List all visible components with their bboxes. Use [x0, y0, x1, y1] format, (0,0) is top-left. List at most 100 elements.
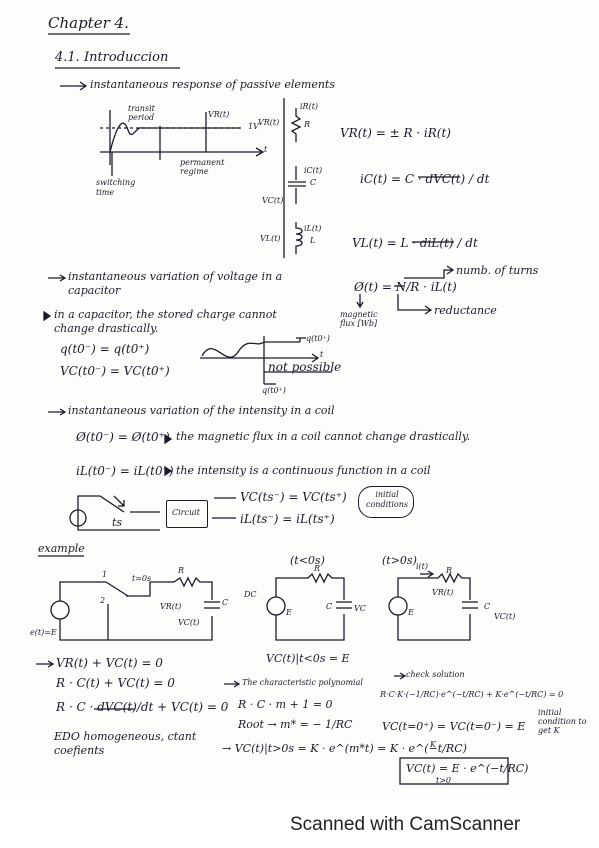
r-lt-label: R — [314, 564, 321, 573]
vc-lt-label: VC — [354, 604, 366, 613]
r1-label: R — [178, 566, 185, 575]
permanent-label: permanent regime — [180, 158, 225, 176]
bullet-icon — [43, 310, 52, 322]
circuit-wire — [397, 572, 471, 641]
char-poly-eq: R · C · m + 1 = 0 — [238, 698, 333, 711]
initial-bubble — [358, 486, 414, 518]
dc-label: DC — [244, 590, 257, 599]
answer-box — [399, 757, 509, 785]
switch-blade — [105, 581, 129, 597]
charge-arrow-icon — [311, 353, 320, 363]
coil-variation-line: instantaneous variation of the intensity… — [68, 404, 335, 417]
initial-note: initial condition to get K — [538, 708, 587, 735]
circuit-label: Circuit — [172, 508, 200, 517]
notebook-page: Chapter 4. 4.1. Introduccion instantaneo… — [30, 14, 587, 785]
voltage-continuity-eq: VC(t0⁻) = VC(t0⁺) — [60, 364, 170, 378]
source-label: e(t)=E — [30, 628, 57, 637]
q-label: q(t0⁺) — [262, 386, 286, 395]
node-1-label: 1 — [102, 570, 108, 579]
t-less-zero-label: (t<0s) — [290, 554, 325, 567]
vr-side-label: VR(t) — [258, 118, 280, 127]
vr-label: VR(t) — [208, 110, 230, 119]
t-greater-zero-label: (t>0s) — [382, 554, 417, 567]
voltage-condition: VC(ts⁻) = VC(ts⁺) — [240, 490, 347, 504]
current-description: the intensity is a continuous function i… — [176, 464, 431, 477]
charge-t-label: t — [320, 350, 324, 359]
switching-label: switching time — [96, 178, 136, 197]
arrow-icon — [356, 294, 364, 309]
r-label: R — [304, 120, 311, 129]
ic-label: iC(t) — [304, 166, 323, 175]
flux-equation: Ø(t) = N/R · iL(t) — [354, 280, 457, 294]
rc-equation-2: R · C · dVC(t)/dt + VC(t) = 0 — [56, 700, 229, 714]
rc-equation-1: R · C(t) + VC(t) = 0 — [56, 676, 175, 690]
graph-t-label: t — [264, 145, 268, 154]
current-condition: iL(ts⁻) = iL(ts⁺) — [240, 512, 335, 526]
vc1-label: VC(t) — [178, 618, 200, 627]
not-possible-label: not possible — [268, 360, 342, 374]
source-symbol — [388, 596, 408, 616]
edo-note: EDO homogeneous, ctant coefients — [54, 730, 197, 757]
circuit-wire — [59, 616, 213, 641]
arrow-icon — [224, 680, 241, 688]
section-title: 4.1. Introduccion — [55, 50, 169, 65]
final-subscript: t>0 — [436, 776, 452, 785]
magnetic-flux-label: magnetic flux [Wb] — [340, 310, 378, 328]
inductor-symbol — [295, 222, 303, 254]
c-label: C — [310, 178, 317, 187]
vr1-label: VR(t) — [160, 602, 182, 611]
initial-conditions-label: initial conditions — [366, 490, 408, 509]
vl-side-label: VL(t) — [260, 234, 281, 243]
final-solution: VC(t) = E · e^(−t/RC) — [406, 762, 529, 775]
initial-equation: VC(t=0⁺) = VC(t=0⁻) = E — [382, 720, 526, 733]
arrow-icon — [48, 274, 67, 282]
ir-label: iR(t) — [300, 102, 319, 111]
ohm-equation: VR(t) = ± R · iR(t) — [340, 126, 451, 140]
arrow-icon — [404, 265, 455, 279]
arrow-icon — [36, 660, 55, 668]
vc-gt-label: VC(t) — [494, 612, 516, 621]
vc-solution-eq: → VC(t)|t>0s = K · e^(m*t) = K · e^(−t/R… — [222, 742, 467, 755]
vr-gt-label: VR(t) — [432, 588, 454, 597]
k-label: K — [430, 740, 436, 749]
e-lt-label: E — [286, 608, 292, 617]
arrow-icon — [60, 81, 88, 91]
arrow-icon — [397, 294, 433, 315]
intro-line: instantaneous response of passive elemen… — [90, 78, 335, 91]
circuit-wire — [275, 572, 345, 641]
scanner-watermark: Scanned with CamScanner — [290, 814, 521, 835]
circuit-wire — [59, 576, 213, 601]
q-plus-label: q(t0⁺) — [306, 334, 330, 343]
charge-arrow — [296, 337, 306, 342]
capacitor-equation: iC(t) = C · dVC(t) / dt — [360, 172, 490, 186]
source-symbol — [69, 509, 87, 527]
c-lt-label: C — [326, 602, 333, 611]
check-title: check solution — [406, 670, 465, 679]
l-label: L — [310, 236, 316, 245]
c-gt-label: C — [484, 602, 491, 611]
chapter-title: Chapter 4. — [48, 14, 129, 32]
kvl-equation: VR(t) + VC(t) = 0 — [56, 656, 163, 670]
brace-lines — [212, 497, 236, 519]
vc-side-label: VC(t) — [262, 196, 284, 205]
scanner-footer: Scanned with CamScanner — [0, 800, 599, 848]
graph-arrow-icon — [255, 147, 265, 157]
arrow-icon — [394, 672, 407, 680]
ts-label: ts — [112, 516, 123, 529]
switch-wire — [77, 495, 160, 531]
switch-time-label: t=0s — [132, 574, 152, 583]
root-equation: Root → m* = − 1/RC — [238, 718, 353, 731]
resistor-symbol — [290, 108, 302, 142]
i-gt-label: i(t) — [416, 562, 429, 571]
bullet-icon — [164, 465, 173, 477]
charge-curve — [201, 341, 265, 358]
charge-continuity-eq: q(t0⁻) = q(t0⁺) — [60, 342, 150, 356]
flux-description: the magnetic flux in a coil cannot chang… — [176, 430, 471, 443]
one-volt-label: 1V — [248, 122, 259, 131]
arrow-icon — [420, 570, 435, 578]
bullet-icon — [164, 433, 173, 445]
char-poly-title: The characteristic polynomial — [242, 678, 363, 687]
capacitor-variation-line: instantaneous variation of voltage in a … — [68, 270, 283, 297]
r-gt-label: R — [446, 566, 453, 575]
c1-label: C — [222, 598, 229, 607]
